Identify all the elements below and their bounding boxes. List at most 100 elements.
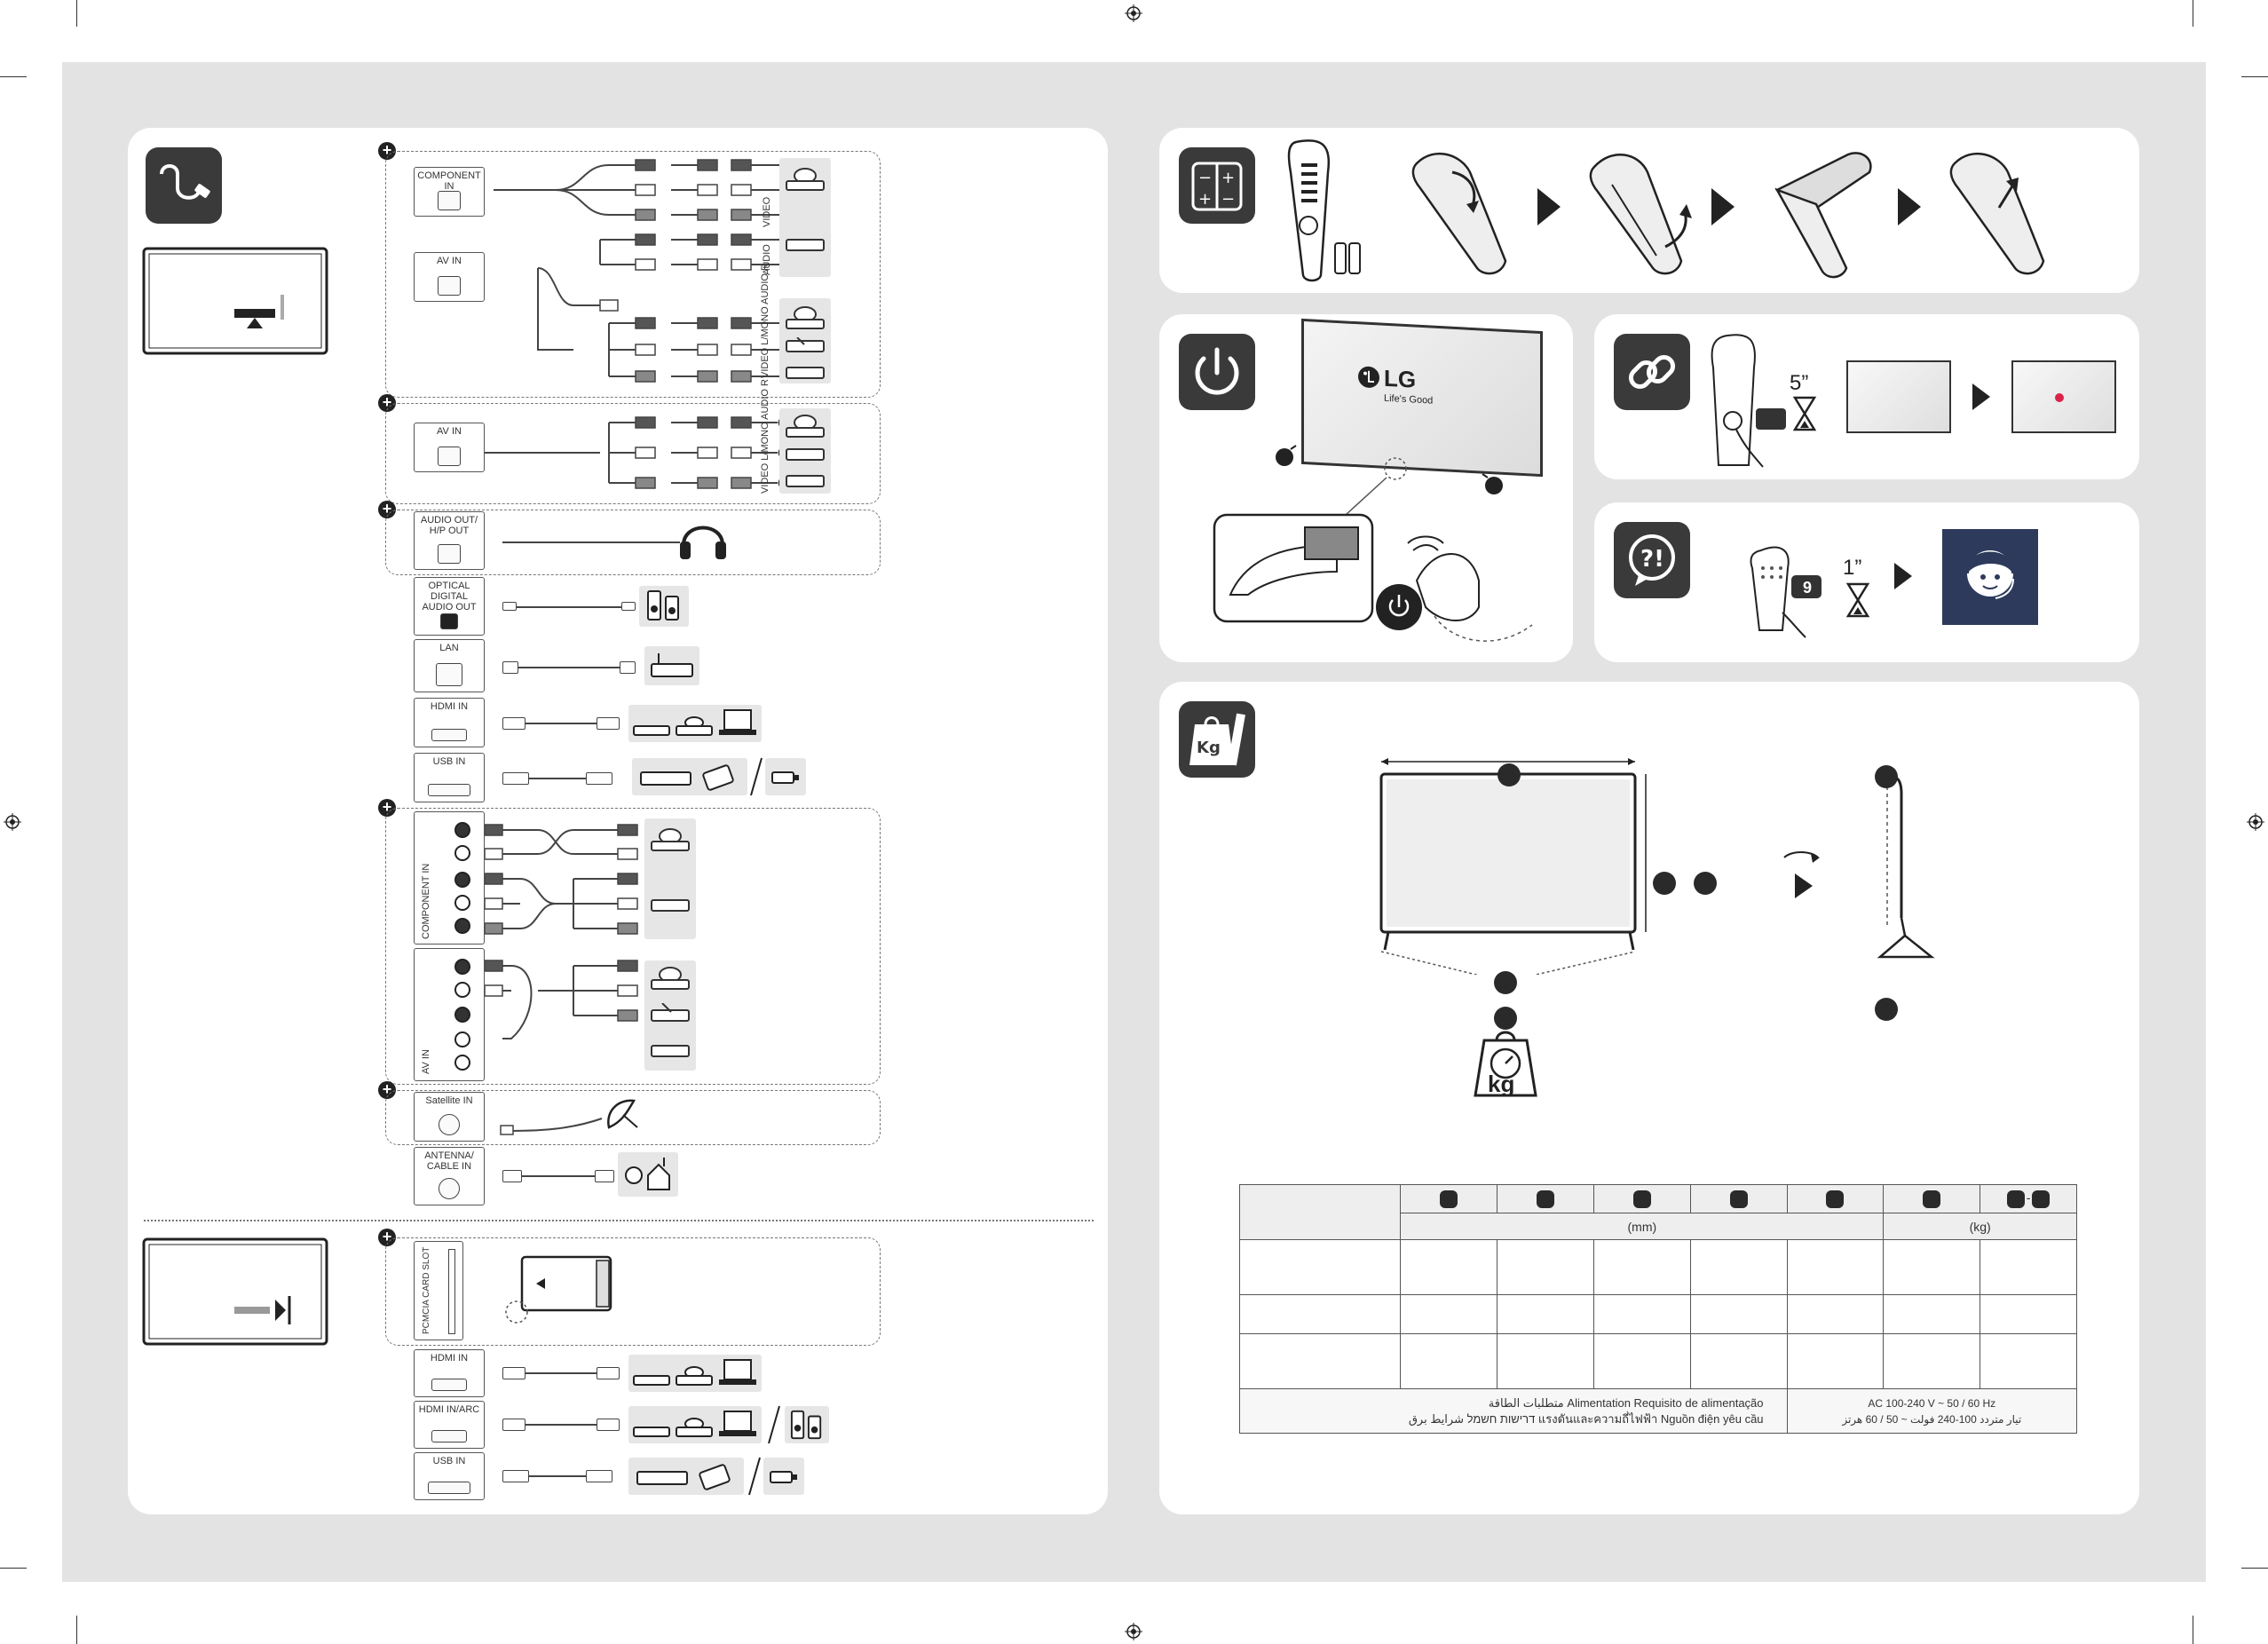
dvd-player-icon xyxy=(651,967,690,990)
component-in-port[interactable]: COMPONENT IN xyxy=(414,167,485,217)
av-in-strip[interactable] xyxy=(414,948,485,1081)
speaker-emit-icon xyxy=(1482,473,1503,494)
dimensions-panel: Kg kg - (mm) xyxy=(1159,682,2139,1514)
antenna-cable-in-port[interactable]: ANTENNA/ CABLE IN xyxy=(414,1147,485,1205)
crop-mark xyxy=(76,0,77,27)
pcmcia-label: PCMCIA CARD SLOT xyxy=(422,1246,431,1334)
cable-plug xyxy=(502,1367,526,1379)
hdmi-cable xyxy=(526,1424,597,1426)
usb-jack-icon xyxy=(428,1482,470,1494)
cable-plug xyxy=(502,1470,529,1482)
component-av-cables xyxy=(485,824,659,1039)
pcmcia-slot[interactable]: PCMCIA CARD SLOT xyxy=(414,1241,463,1340)
stand-depth-marker xyxy=(1875,998,1898,1021)
cable-plug xyxy=(502,717,526,730)
av-jack[interactable] xyxy=(454,1055,470,1071)
satellite-in-port[interactable]: Satellite IN xyxy=(414,1092,485,1142)
dimension-marker xyxy=(1440,1190,1458,1208)
av-side-label: VIDEO L/MONO AUDIO R xyxy=(760,264,770,378)
port-label: USB IN xyxy=(432,1456,466,1466)
tv-front-screen: LG Life's Good xyxy=(1301,318,1543,478)
antenna-house-icon xyxy=(625,1158,670,1190)
tv-off-screen xyxy=(1846,360,1951,433)
usb-in-port[interactable]: USB IN xyxy=(414,1452,485,1500)
av-in-port[interactable]: AV IN xyxy=(414,252,485,302)
component-in-label: COMPONENT IN xyxy=(421,863,431,939)
hourglass-icon xyxy=(1792,396,1817,431)
remote-back-step-1 xyxy=(1411,152,1507,275)
svg-text:?!: ?! xyxy=(1640,546,1664,573)
cable-plug xyxy=(586,1470,612,1482)
dim-header-cell xyxy=(1689,1184,1788,1213)
coax-jack-icon xyxy=(439,1114,460,1135)
av-jack[interactable] xyxy=(454,982,470,998)
component-av-group xyxy=(385,151,881,398)
weight-marker xyxy=(1923,1190,1941,1208)
av-jack[interactable] xyxy=(454,1031,470,1047)
av-jack[interactable] xyxy=(454,959,470,975)
dim-header-cell xyxy=(1400,1184,1498,1213)
help-panel: ?! 9 1” xyxy=(1594,502,2139,662)
port-label: AV IN xyxy=(437,426,462,437)
weight-scale-icon xyxy=(1474,1031,1537,1097)
registration-mark-icon xyxy=(1125,4,1142,22)
hdmi-arc-port[interactable]: HDMI IN/ARC xyxy=(414,1401,485,1449)
satellite-dish-icon xyxy=(607,1099,638,1129)
lan-port[interactable]: LAN xyxy=(414,639,485,692)
model-header-cell xyxy=(1238,1184,1402,1240)
headphone-jack-icon xyxy=(438,544,461,564)
cable-plug xyxy=(502,1170,522,1182)
antenna-cable xyxy=(522,1175,595,1177)
tv-rear-diagram-top xyxy=(142,247,328,355)
component-jack[interactable] xyxy=(454,872,470,888)
rca-jack-icon xyxy=(438,276,461,296)
weight-marker xyxy=(1494,1007,1517,1030)
hdmi-jack-icon xyxy=(431,1430,467,1442)
crop-mark xyxy=(2241,1568,2268,1569)
usb-in-port[interactable]: USB IN xyxy=(414,753,485,802)
slash-divider-icon xyxy=(768,1405,780,1444)
table-row xyxy=(1238,1294,2077,1334)
power-label-line1: متطلبات الطاقة Alimentation Requisito de… xyxy=(1488,1395,1764,1410)
cable-plug xyxy=(597,1367,620,1379)
hdmi-in-port[interactable]: HDMI IN xyxy=(414,698,485,747)
audio-out-port[interactable]: AUDIO OUT/ H/P OUT xyxy=(414,511,485,570)
optical-audio-out-port[interactable]: OPTICAL DIGITAL AUDIO OUT xyxy=(414,577,485,636)
av-jack[interactable] xyxy=(454,1007,470,1023)
power-icon-tile xyxy=(1179,334,1255,410)
av-side-label: VIDEO L/MONO AUDIO R xyxy=(760,379,770,494)
dvd-player-icon xyxy=(786,306,825,329)
ci-module-icon xyxy=(505,1255,612,1324)
port-label: OPTICAL DIGITAL AUDIO OUT xyxy=(422,581,477,613)
av-cable-bundle xyxy=(485,415,786,490)
crop-mark xyxy=(0,76,27,77)
dimension-marker xyxy=(1537,1190,1555,1208)
component-jack[interactable] xyxy=(454,918,470,934)
component-in-strip[interactable] xyxy=(414,811,485,945)
cable-plug xyxy=(502,1419,526,1431)
optical-cable xyxy=(517,606,623,608)
hdmi-in-port[interactable]: HDMI IN xyxy=(414,1349,485,1397)
rotate-view-icon xyxy=(1783,851,1820,898)
power-button-zoom xyxy=(1213,457,1533,642)
remote-press-icon xyxy=(1711,334,1786,468)
power-icon xyxy=(1195,347,1239,395)
component-jack[interactable] xyxy=(454,845,470,861)
tv-dimension-front-diagram xyxy=(1379,758,1647,975)
pairing-panel: 5” xyxy=(1594,314,2139,479)
link-icon xyxy=(1628,354,1676,390)
weight-icon-tile: Kg xyxy=(1179,701,1255,778)
help-timer-label: 1” xyxy=(1843,556,1862,580)
svg-text:−: − xyxy=(1198,169,1212,187)
component-jack[interactable] xyxy=(454,895,470,911)
tv-pointer-screen xyxy=(2011,360,2116,433)
power-label-line2: דרישות חשמל شرايط برق แรงดันและความถี่ไฟ… xyxy=(1408,1411,1764,1426)
cable-plug xyxy=(502,772,529,785)
pcmcia-group xyxy=(385,1237,881,1346)
dvd-player-icon xyxy=(651,828,690,851)
weight-icon: Kg xyxy=(1189,713,1245,766)
hdmi-devices-icon xyxy=(633,709,756,736)
av-in-port[interactable]: AV IN xyxy=(414,423,485,472)
component-jack[interactable] xyxy=(454,822,470,838)
cable-plug xyxy=(597,717,620,730)
